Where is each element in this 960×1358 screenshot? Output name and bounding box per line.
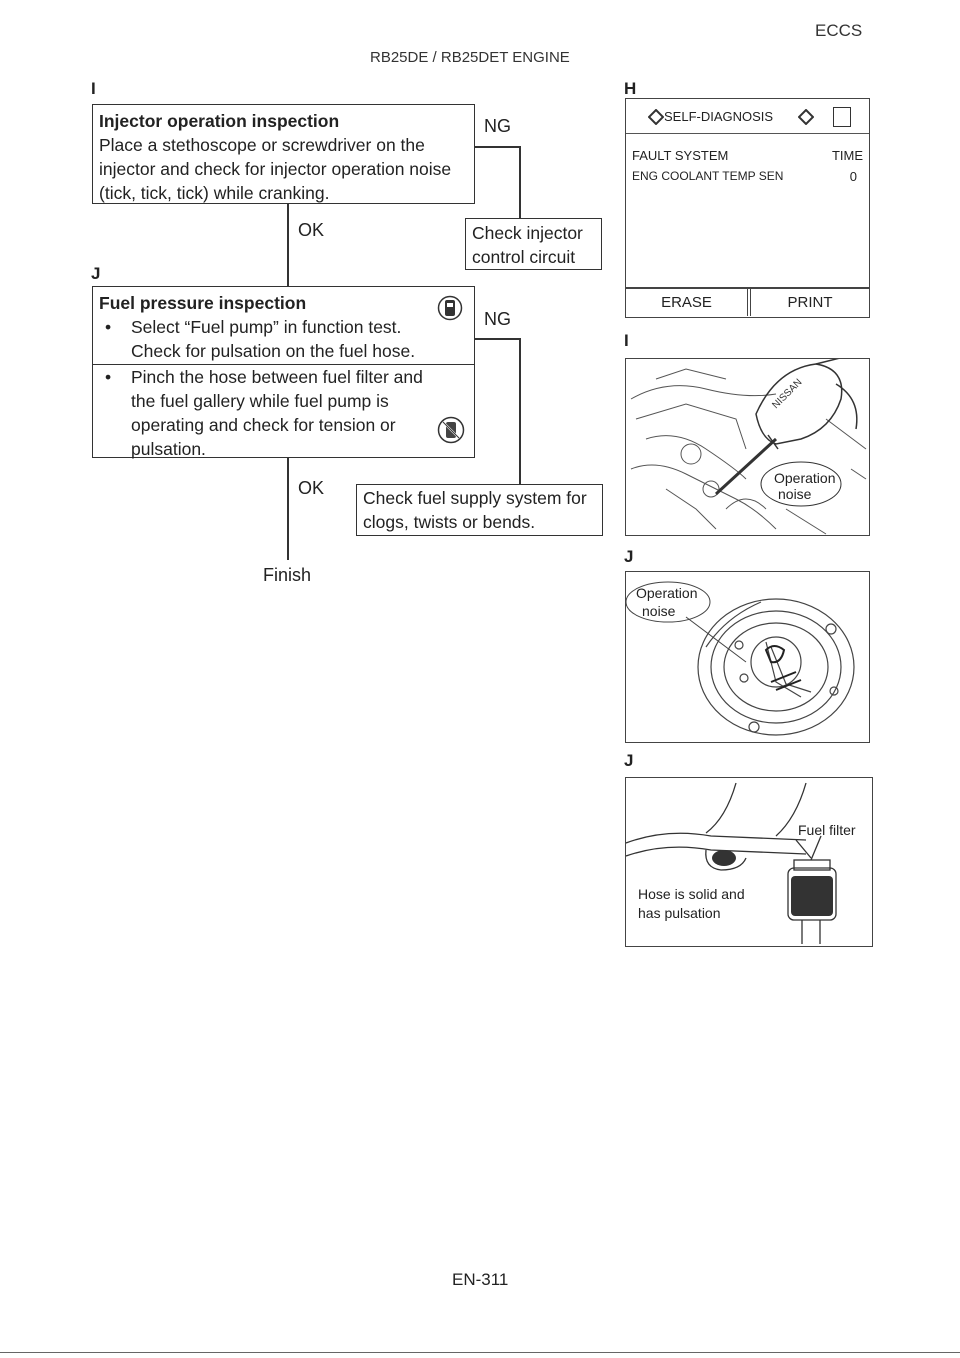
ok-label-step1: OK — [298, 220, 325, 240]
consult-header-line — [626, 133, 869, 134]
figure-marker-i: I — [624, 331, 629, 350]
injector-inspection-box: Injector operation inspection Place a st… — [92, 104, 475, 204]
check-fuel-supply-box: Check fuel supply system for clogs, twis… — [356, 484, 603, 536]
engine-callout-line1: Operation — [774, 470, 835, 486]
engine-callout-line2: noise — [778, 486, 812, 502]
consult-button-bar: ERASE PRINT — [625, 288, 870, 318]
ng-line-step2-v — [519, 338, 521, 484]
engine-stethoscope-figure: NISSAN Operation noise — [625, 358, 870, 536]
fuel-pressure-box: Fuel pressure inspection Select “Fuel pu… — [92, 286, 475, 461]
hose-note-line2: has pulsation — [638, 905, 721, 921]
print-square-icon — [833, 107, 851, 127]
check-injector-text: Check injector control circuit — [472, 223, 583, 267]
fuel-filter-sketch: Fuel filter Hose is solid and has pulsat… — [626, 782, 856, 944]
ok-line-step2 — [287, 458, 289, 560]
hose-note-line1: Hose is solid and — [638, 886, 745, 902]
engine-sketch: NISSAN Operation noise — [630, 359, 867, 535]
injector-inspection-body: Place a stethoscope or screwdriver on th… — [99, 135, 452, 203]
diamond-left-icon — [648, 109, 664, 125]
figure-marker-h: H — [624, 79, 637, 98]
fuel-filter-figure: Fuel filter Hose is solid and has pulsat… — [625, 777, 873, 947]
section-header: ECCS — [815, 21, 863, 40]
ng-label-step2: NG — [484, 309, 511, 329]
step-marker-second: J — [91, 264, 101, 283]
ok-label-step2: OK — [298, 478, 325, 498]
erase-button[interactable]: ERASE — [626, 289, 748, 316]
fuel-filter-label: Fuel filter — [798, 822, 856, 838]
page-number: EN-311 — [452, 1270, 509, 1289]
pump-callout-line1: Operation — [636, 585, 697, 601]
check-fuel-supply-text: Check fuel supply system for clogs, twis… — [363, 488, 587, 532]
diamond-right-icon — [798, 109, 814, 125]
engine-header: RB25DE / RB25DET ENGINE — [370, 49, 570, 66]
ng-label-step1: NG — [484, 116, 511, 136]
fuel-pump-figure: Operation noise — [625, 571, 870, 743]
consult-icon — [437, 295, 463, 321]
fault-system-heading: FAULT SYSTEM — [632, 148, 729, 163]
injector-inspection-title: Injector operation inspection — [99, 111, 340, 131]
ok-line-step1 — [287, 204, 289, 286]
check-injector-box: Check injector control circuit — [465, 218, 602, 270]
figure-marker-j1: J — [624, 547, 634, 566]
footer-rule — [0, 1352, 960, 1353]
print-button[interactable]: PRINT — [750, 289, 869, 316]
ng-line-step1-v — [519, 146, 521, 218]
fault-row-time: 0 — [849, 169, 857, 184]
no-tools-icon — [437, 416, 465, 444]
ng-line-step1-h — [475, 146, 520, 148]
figure-marker-j2: J — [624, 751, 634, 770]
ng-line-step2-h — [475, 338, 520, 340]
fuel-pressure-title: Fuel pressure inspection — [99, 293, 307, 313]
time-heading: TIME — [831, 148, 863, 163]
fuel-pump-sketch: Operation noise — [626, 581, 855, 736]
fuel-pressure-bullet2: Pinch the hose between fuel filter and t… — [99, 365, 468, 461]
fault-row-system: ENG COOLANT TEMP SEN — [632, 169, 784, 183]
finish-label: Finish — [263, 565, 312, 585]
pump-callout-line2: noise — [642, 603, 676, 619]
consult-screen-figure: SELF-DIAGNOSIS FAULT SYSTEM TIME ENG COO… — [625, 98, 870, 288]
fuel-pressure-bullet1: Select “Fuel pump” in function test. Che… — [99, 315, 468, 363]
step-marker-first: I — [91, 79, 96, 98]
consult-title: SELF-DIAGNOSIS — [664, 109, 774, 124]
